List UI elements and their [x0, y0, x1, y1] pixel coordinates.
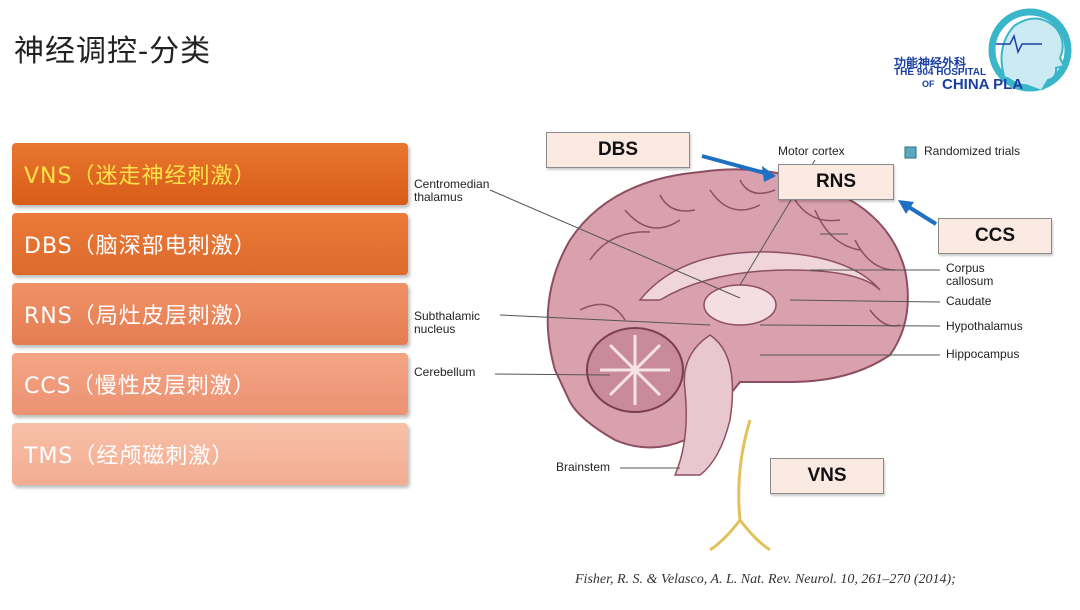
- brainstem-shape: [673, 334, 734, 476]
- menu-item-vns[interactable]: VNS（迷走神经刺激）: [12, 143, 408, 205]
- rns-tag: RNS: [778, 164, 894, 200]
- label-corpus: Corpus: [946, 261, 985, 275]
- menu-item-rns[interactable]: RNS（局灶皮层刺激）: [12, 283, 408, 345]
- menu-item-tms[interactable]: TMS（经颅磁刺激）: [12, 423, 408, 485]
- logo-line1: THE 904 HOSPITAL: [894, 67, 987, 78]
- head-logo-icon: [988, 8, 1072, 92]
- label-hypothalamus: Hypothalamus: [946, 319, 1023, 333]
- label-nucleus: nucleus: [414, 322, 456, 336]
- corpus-callosum-shape: [638, 251, 881, 301]
- label-callosum: callosum: [946, 274, 994, 288]
- citation: Fisher, R. S. & Velasco, A. L. Nat. Rev.…: [575, 572, 956, 587]
- menu-item-ccs[interactable]: CCS（慢性皮层刺激）: [12, 353, 408, 415]
- label-motor-cortex: Motor cortex: [778, 144, 845, 158]
- leader-lines: [489, 159, 941, 469]
- hospital-logo: 功能神经外科 THE 904 HOSPITAL OF CHINA PLA: [892, 6, 1072, 98]
- logo-of: OF: [922, 79, 935, 89]
- label-subthalamic: Subthalamic: [414, 309, 481, 323]
- dbs-arrow: [701, 154, 773, 177]
- label-brainstem: Brainstem: [556, 460, 611, 474]
- legend-label: Randomized trials: [924, 144, 1021, 158]
- thalamus-shape: [703, 284, 777, 326]
- dbs-tag: DBS: [546, 132, 690, 168]
- vns-tag: VNS: [770, 458, 884, 494]
- menu-item-dbs[interactable]: DBS（脑深部电刺激）: [12, 213, 408, 275]
- brain-diagram: DBS RNS CCS VNS Randomized trials Motor …: [410, 120, 1070, 560]
- ccs-tag: CCS: [938, 218, 1052, 254]
- brain-illustration: [489, 146, 941, 552]
- logo-cn-text: 功能神经外科: [894, 56, 967, 70]
- logo-line2: CHINA PLA: [942, 76, 1024, 93]
- label-cerebellum: Cerebellum: [414, 365, 476, 379]
- label-centromedian: Centromedian: [414, 177, 490, 191]
- label-hippocampus: Hippocampus: [946, 347, 1020, 361]
- label-thalamus: thalamus: [414, 190, 463, 204]
- legend-swatch: [904, 146, 917, 159]
- slide-title: 神经调控-分类: [14, 34, 212, 69]
- label-caudate: Caudate: [946, 294, 992, 308]
- vagus-nerve: [709, 419, 771, 552]
